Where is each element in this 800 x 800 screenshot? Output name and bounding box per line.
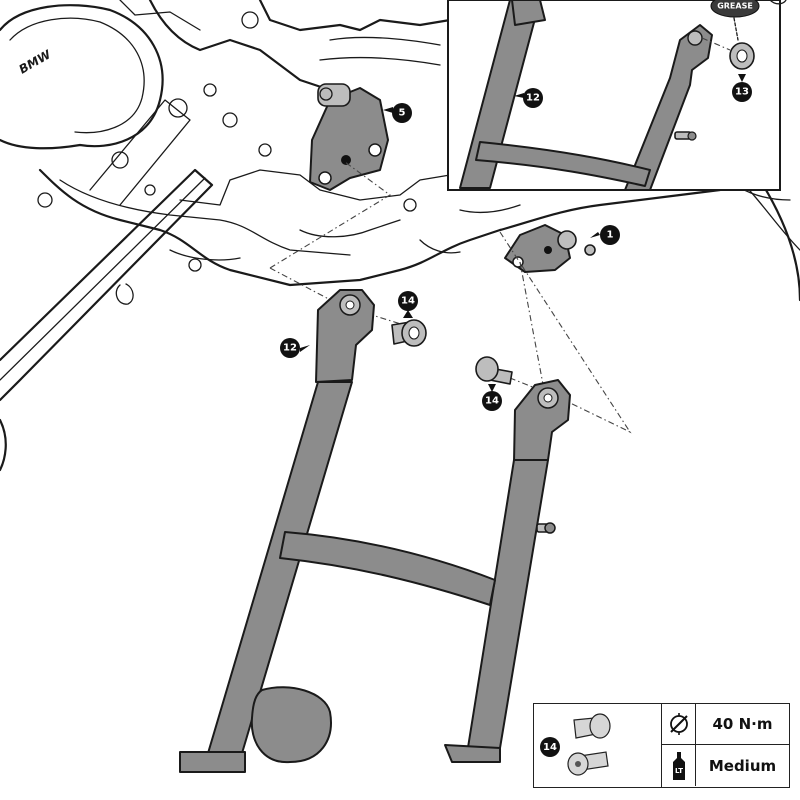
left-mounting-bracket xyxy=(309,83,389,191)
torque-wrench-icon xyxy=(662,704,696,744)
grease-label: GREASE xyxy=(717,2,753,11)
engine-logo: BMW xyxy=(17,47,54,77)
bolt-pair-icon xyxy=(567,713,611,776)
callout-12-main: 12 xyxy=(280,338,310,358)
svg-text:14: 14 xyxy=(485,396,499,407)
callout-1: 1 xyxy=(590,225,620,245)
svg-text:12: 12 xyxy=(526,93,540,104)
engine-block xyxy=(0,0,800,287)
svg-text:1: 1 xyxy=(607,230,614,241)
pivot-bolt-right xyxy=(475,356,513,385)
svg-text:14: 14 xyxy=(401,296,415,307)
torque-value: 40 N·m xyxy=(712,715,773,733)
fastener-spec-table: 14 40 N·m LT Medium xyxy=(533,703,790,788)
loctite-bottle-label: LT xyxy=(674,767,682,775)
detail-inset: GREASE xyxy=(447,0,787,191)
center-stand xyxy=(179,289,571,773)
right-mounting-bracket xyxy=(504,224,596,273)
threadlocker-value: Medium xyxy=(708,756,777,775)
threadlocker-row: LT Medium xyxy=(662,745,789,786)
rear-wheel-outline xyxy=(0,178,800,472)
loctite-bottle-icon: LT xyxy=(662,745,696,786)
callout-14-left: 14 xyxy=(398,291,418,318)
spec-part-cell: 14 xyxy=(534,704,662,787)
svg-text:12: 12 xyxy=(283,343,297,354)
svg-text:5: 5 xyxy=(399,108,406,119)
callout-13: 13 xyxy=(732,74,752,102)
spec-part-callout: 14 xyxy=(540,737,560,757)
pivot-bolt-left xyxy=(391,319,427,347)
side-stand-bar xyxy=(0,98,214,402)
torque-row: 40 N·m xyxy=(662,704,789,745)
callout-14-right: 14 xyxy=(482,384,502,411)
callout-12-inset: 12 xyxy=(514,88,543,108)
callout-5: 5 xyxy=(383,103,412,123)
svg-text:13: 13 xyxy=(735,87,749,98)
